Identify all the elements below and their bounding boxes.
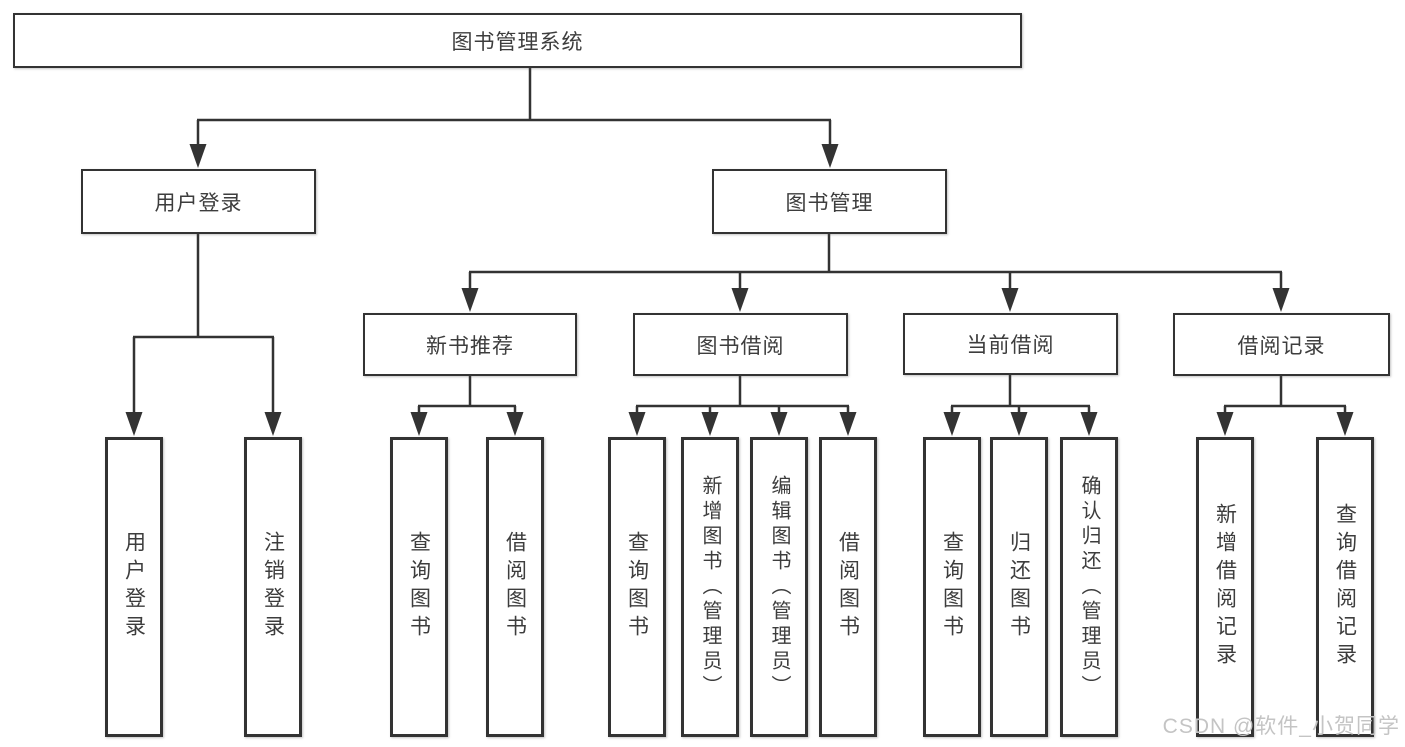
node-book-management: 图书管理 [712, 169, 947, 234]
leaf-borrow-books-recommend: 借阅图书 [486, 437, 544, 737]
leaf-confirm-return-admin: 确认归还（管理员） [1060, 437, 1118, 737]
leaf-edit-books-admin: 编辑图书（管理员） [750, 437, 808, 737]
leaf-label: 借阅图书 [836, 531, 860, 643]
leaf-label: 查询借阅记录 [1333, 503, 1357, 671]
leaf-label: 确认归还（管理员） [1078, 474, 1100, 700]
leaf-query-books-recommend: 查询图书 [390, 437, 448, 737]
leaf-user-login: 用户登录 [105, 437, 163, 737]
leaf-query-borrow-record: 查询借阅记录 [1316, 437, 1374, 737]
leaf-return-books: 归还图书 [990, 437, 1048, 737]
leaf-label: 用户登录 [122, 531, 146, 643]
node-borrow-records: 借阅记录 [1173, 313, 1390, 376]
leaf-query-books-current: 查询图书 [923, 437, 981, 737]
leaf-label: 查询图书 [625, 531, 649, 643]
leaf-logout-login: 注销登录 [244, 437, 302, 737]
leaf-label: 查询图书 [407, 531, 431, 643]
node-user-login: 用户登录 [81, 169, 316, 234]
node-label: 图书借阅 [696, 334, 785, 358]
node-label: 新书推荐 [426, 334, 514, 358]
leaf-label: 新增借阅记录 [1213, 503, 1237, 671]
leaf-borrow-books-borrowing: 借阅图书 [819, 437, 877, 737]
node-label: 借阅记录 [1237, 334, 1326, 358]
node-current-borrowing: 当前借阅 [903, 313, 1118, 375]
node-new-book-recommend: 新书推荐 [363, 313, 577, 376]
leaf-label: 借阅图书 [503, 531, 527, 643]
leaf-label: 注销登录 [261, 531, 285, 643]
leaf-add-borrow-record: 新增借阅记录 [1196, 437, 1254, 737]
node-label: 当前借阅 [966, 334, 1055, 357]
leaf-add-books-admin: 新增图书（管理员） [681, 437, 739, 737]
node-label: 图书管理 [785, 191, 874, 215]
leaf-label: 新增图书（管理员） [699, 474, 721, 700]
node-library-management-system: 图书管理系统 [13, 13, 1022, 68]
node-label: 图书管理系统 [451, 30, 584, 54]
leaf-query-books-borrowing: 查询图书 [608, 437, 666, 737]
leaf-label: 归还图书 [1007, 531, 1031, 643]
node-label: 用户登录 [154, 191, 243, 215]
node-book-borrowing: 图书借阅 [633, 313, 848, 376]
leaf-label: 编辑图书（管理员） [768, 474, 790, 700]
leaf-label: 查询图书 [940, 531, 964, 643]
